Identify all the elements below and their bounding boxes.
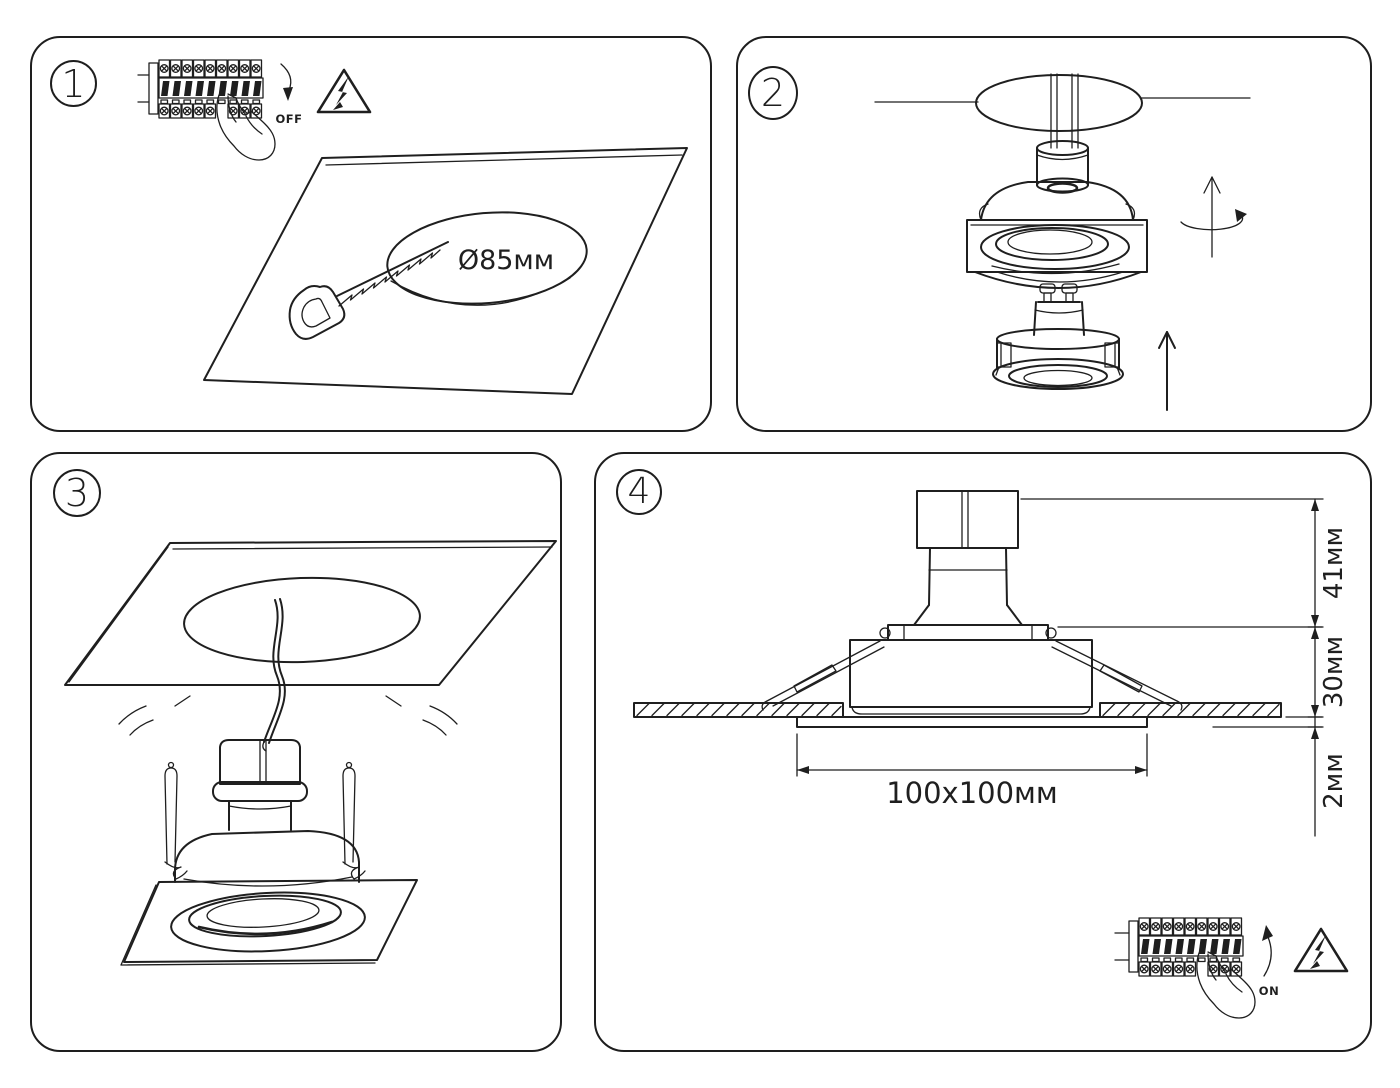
ceiling-hatch-right <box>1102 702 1280 717</box>
switch-on-arrow <box>1262 925 1273 977</box>
high-voltage-warning-icon <box>316 68 372 114</box>
vertical-dimension-chain: 41мм 30мм 2мм <box>1020 498 1349 837</box>
spring-clip-right <box>342 761 366 880</box>
mounting-bracket <box>887 624 1049 641</box>
cutout-diameter-label: Ø85мм <box>458 245 554 276</box>
step3-illustration <box>64 540 557 966</box>
ceiling-hatch-left <box>636 702 842 717</box>
dimension-30mm-label: 30мм <box>1319 636 1349 708</box>
high-voltage-warning-icon <box>1293 927 1349 973</box>
dimension-2mm-label: 2мм <box>1319 753 1349 809</box>
panel-step-2: 2 <box>736 36 1372 432</box>
supply-wire-lines <box>1114 932 1130 961</box>
lamp-socket-opening <box>1046 182 1079 194</box>
spring-arm-left <box>761 640 885 711</box>
dimension-100x100mm-label: 100x100мм <box>886 776 1058 810</box>
insert-upward-arrow <box>1158 331 1176 411</box>
step-number: 3 <box>64 471 90 515</box>
breaker-off-label: OFF <box>276 112 303 126</box>
circuit-breaker-strip <box>1128 917 1244 977</box>
spring-clip-left <box>164 761 188 880</box>
spring-arm-right <box>1051 640 1183 711</box>
cutout-hole <box>183 576 421 664</box>
step-number: 1 <box>61 61 86 106</box>
supply-wire-lines <box>137 74 150 103</box>
step2-illustration <box>874 73 1251 411</box>
step-number-badge: 4 <box>616 469 662 515</box>
rotation-arrow <box>1180 176 1247 258</box>
step-number-badge: 1 <box>50 60 97 107</box>
step-number-badge: 3 <box>53 469 101 517</box>
panel-step-3: 3 <box>30 452 562 1052</box>
step1-illustration: OFF Ø85мм <box>137 59 688 395</box>
breaker-on-label: ON <box>1259 984 1279 998</box>
keyhole-saw-icon <box>288 241 449 340</box>
step-number: 4 <box>627 471 651 512</box>
horizontal-dimension: 100x100мм <box>796 733 1148 810</box>
square-trim-plate <box>120 879 418 966</box>
spring-clips <box>978 203 1136 221</box>
ceiling-hole-and-connector-drawing <box>874 73 1251 194</box>
installed-fixture-cross-section <box>633 490 1282 728</box>
step-number: 2 <box>760 71 786 115</box>
cutout-circle <box>386 211 588 305</box>
switch-off-arrow <box>280 63 293 101</box>
ceiling-tile-cutout-drawing <box>203 147 688 395</box>
downlight-fixture-drawing <box>120 739 418 966</box>
pointing-hand-icon <box>1196 951 1256 1019</box>
ceiling-section-left <box>633 702 844 718</box>
recessed-frame-drawing <box>966 181 1148 289</box>
motion-dashes <box>118 695 458 736</box>
dimension-41mm-label: 41мм <box>1319 527 1349 599</box>
hanging-wire-drawing <box>262 598 286 752</box>
trim-plate-section <box>796 716 1148 728</box>
step4-illustration: 41мм 30мм 2мм 100x100мм ON <box>633 490 1349 1019</box>
circuit-breaker-strip <box>148 59 264 119</box>
panel-step-4: 4 <box>594 452 1372 1052</box>
pointing-hand-icon <box>216 93 276 161</box>
ceiling-tile-with-hole-drawing <box>64 540 557 686</box>
ceiling-section-right <box>1099 702 1282 718</box>
gu10-bulb-drawing <box>992 283 1124 390</box>
step-number-badge: 2 <box>748 66 798 120</box>
fixture-body <box>849 639 1093 708</box>
lamp-wires <box>1050 73 1079 149</box>
panel-step-1: 1 OFF <box>30 36 712 432</box>
